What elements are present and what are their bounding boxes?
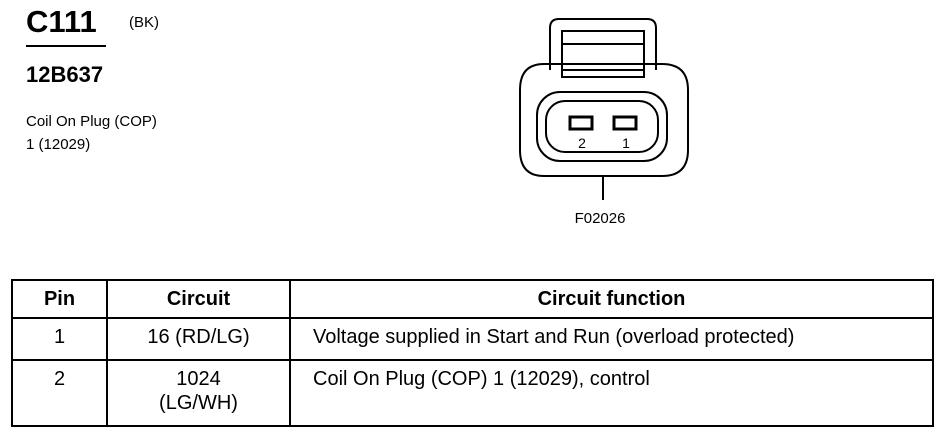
table-row: 1 16 (RD/LG) Voltage supplied in Start a… — [11, 317, 934, 361]
column-header-circuit: Circuit — [106, 279, 291, 319]
locking-tab-inner — [561, 30, 645, 78]
column-header-function: Circuit function — [289, 279, 934, 319]
table-row: 2 1024 (LG/WH) Coil On Plug (COP) 1 (120… — [11, 359, 934, 427]
pin-2-label: 2 — [578, 135, 586, 151]
table-header-row: Pin Circuit Circuit function — [11, 279, 934, 319]
function-cell: Coil On Plug (COP) 1 (12029), control — [289, 359, 934, 427]
circuit-number: 1024 — [176, 368, 221, 390]
pin-1-terminal — [612, 115, 638, 131]
pin-2-terminal — [568, 115, 594, 131]
connector-color: (BK) — [129, 14, 159, 31]
connector-face-diagram: 2 1 F02026 — [519, 18, 689, 227]
circuit-cell: 1024 (LG/WH) — [106, 359, 291, 427]
pin-1-label: 1 — [622, 135, 630, 151]
circuit-number: 16 (RD/LG) — [147, 326, 250, 348]
connector-housing — [519, 63, 689, 177]
locking-tab — [549, 18, 657, 70]
connector-cavity-inner — [545, 100, 659, 153]
connector-description: Coil On Plug (COP) — [26, 113, 157, 130]
connector-id-underline — [26, 45, 106, 47]
connector-cavity — [536, 91, 668, 162]
circuit-wire-color: (LG/WH) — [159, 392, 238, 414]
circuit-cell: 16 (RD/LG) — [106, 317, 291, 361]
connector-description-detail: 1 (12029) — [26, 136, 91, 153]
pin-cell: 2 — [11, 359, 108, 427]
connector-id: C111 — [26, 4, 97, 39]
column-header-pin: Pin — [11, 279, 108, 319]
figure-code: F02026 — [575, 210, 626, 227]
function-cell: Voltage supplied in Start and Run (overl… — [289, 317, 934, 361]
pinout-table: Pin Circuit Circuit function 1 16 (RD/LG… — [11, 279, 934, 427]
pin-cell: 1 — [11, 317, 108, 361]
part-number: 12B637 — [26, 62, 104, 87]
